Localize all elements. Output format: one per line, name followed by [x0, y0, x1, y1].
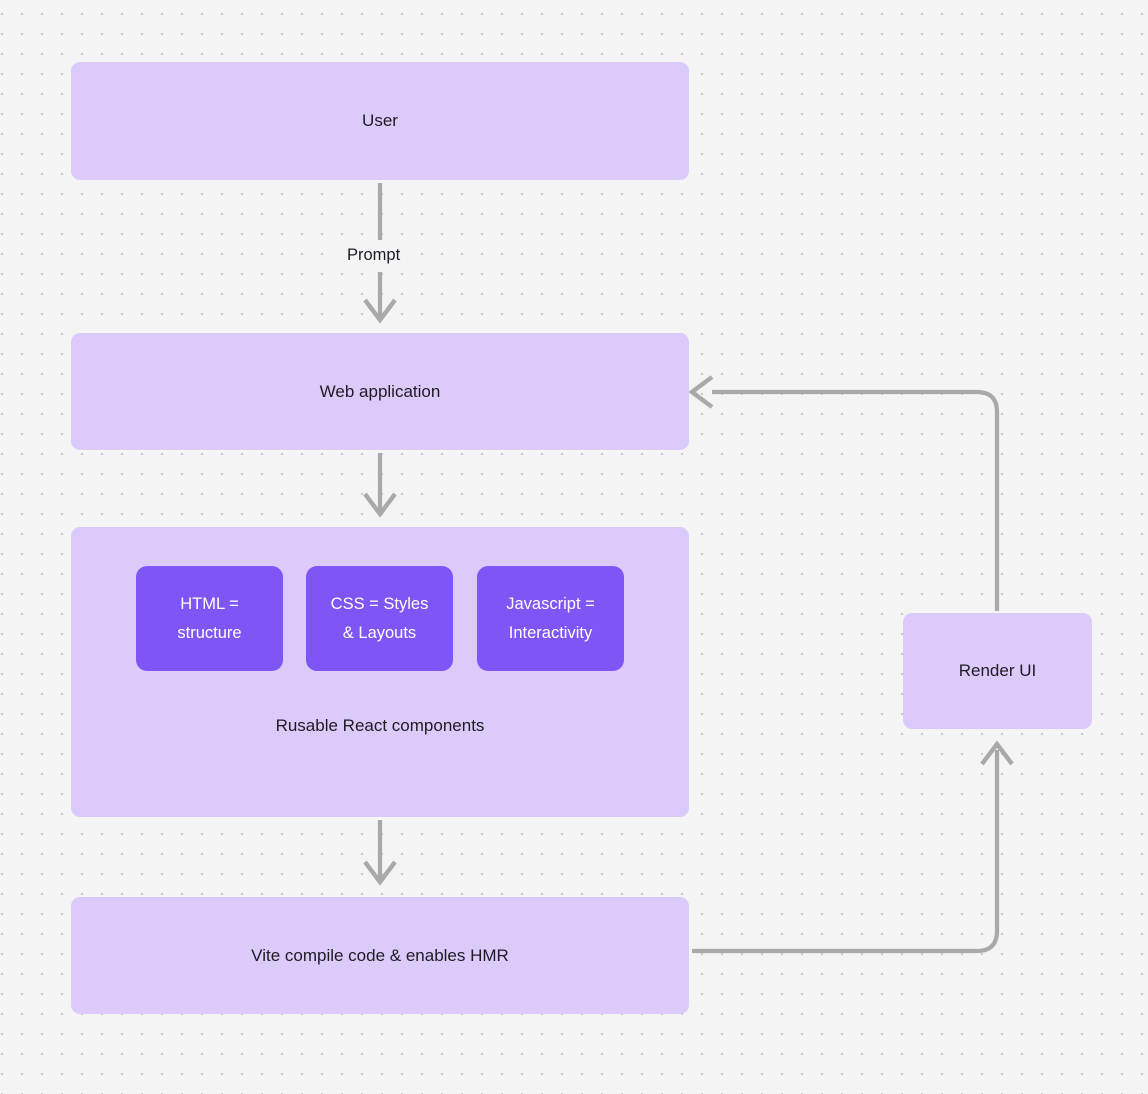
- node-user-label: User: [362, 111, 398, 130]
- chip-css[interactable]: CSS = Styles & Layouts: [306, 566, 453, 671]
- edge-render-to-webapp: [688, 375, 1000, 611]
- chip-css-label: CSS = Styles & Layouts: [330, 595, 429, 642]
- chip-javascript[interactable]: Javascript = Interactivity: [477, 566, 624, 671]
- node-web-application-label: Web application: [319, 381, 441, 401]
- node-render-ui[interactable]: Render UI: [903, 613, 1092, 729]
- node-user[interactable]: User: [71, 62, 689, 180]
- node-web-application[interactable]: Web application: [71, 333, 689, 450]
- edge-webapp-to-components: [363, 453, 397, 518]
- node-vite-label: Vite compile code & enables HMR: [251, 945, 509, 965]
- edge-components-to-vite: [363, 820, 397, 886]
- node-vite[interactable]: Vite compile code & enables HMR: [71, 897, 689, 1014]
- components-group-caption: Rusable React components: [275, 716, 485, 735]
- edge-label-prompt: Prompt: [341, 246, 407, 265]
- node-render-ui-label: Render UI: [958, 661, 1037, 680]
- chip-html-label: HTML = structure: [177, 595, 242, 642]
- edge-vite-to-render: [692, 740, 1014, 954]
- chip-html[interactable]: HTML = structure: [136, 566, 283, 671]
- chip-javascript-label: Javascript = Interactivity: [506, 595, 595, 642]
